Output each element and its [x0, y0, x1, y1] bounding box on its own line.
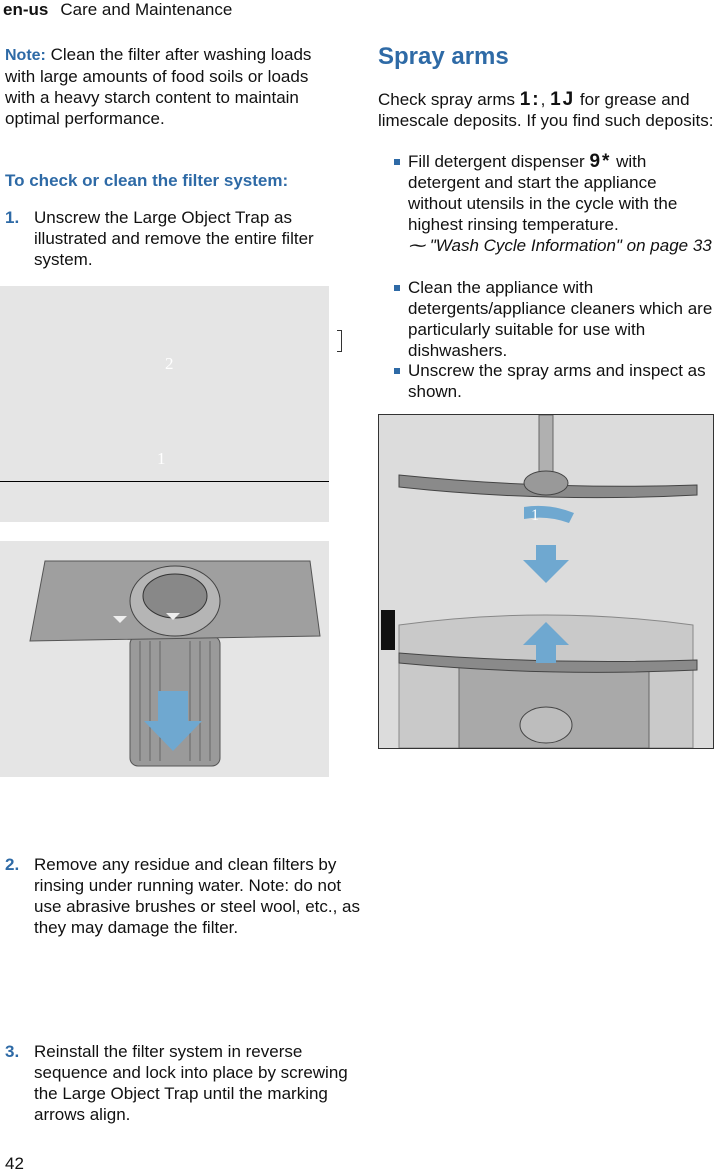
intro-text: for grease and limescale deposits. If yo…: [378, 90, 714, 130]
divider-line: [0, 481, 329, 482]
page-header: en-us Care and Maintenance: [3, 0, 232, 19]
reference-arrow-icon: ⁓: [408, 236, 425, 255]
bullet-icon: [394, 285, 400, 291]
step-number: 2.: [5, 855, 20, 874]
intro-text: Check spray arms: [378, 90, 520, 109]
bullet-text: Fill detergent dispenser: [408, 152, 590, 171]
figure-spray-arms: 1: [378, 414, 714, 749]
step-2: 2. Remove any residue and clean filters b…: [5, 854, 369, 938]
step-text: Unscrew the Large Object Trap as illustr…: [34, 208, 314, 269]
filter-illustration: [29, 560, 321, 767]
bullet-icon: [394, 368, 400, 374]
figure-filter-removed: [0, 541, 329, 777]
bullet-2: Clean the appliance with detergents/appl…: [394, 277, 714, 361]
spray-arms-illustration: 1: [379, 414, 713, 749]
rotate-arrow-icon: [524, 505, 574, 523]
reference-text: "Wash Cycle Information" on page 33: [425, 236, 712, 255]
section-title: Care and Maintenance: [60, 0, 233, 19]
note-label: Note:: [5, 47, 46, 64]
bullet-text: with detergent and start the appliance w…: [408, 152, 678, 234]
note-paragraph: Note: Clean the filter after washing loa…: [5, 44, 340, 129]
bullet-icon: [394, 159, 400, 165]
figure-label: 1: [157, 449, 166, 468]
down-arrow-icon: [523, 545, 569, 583]
bullet-text: Clean the appliance with detergents/appl…: [408, 278, 713, 360]
bullet-text: Unscrew the spray arms and inspect as sh…: [408, 361, 706, 401]
step-number: 1.: [5, 208, 20, 227]
step-3: 3. Reinstall the filter system in reverse…: [5, 1041, 369, 1125]
step-number: 3.: [5, 1042, 20, 1061]
separator: ,: [540, 90, 551, 109]
figure-label: 1: [531, 507, 539, 524]
subheading: To check or clean the filter system:: [5, 171, 289, 190]
figure-filter-unscrew: 2 1: [0, 286, 329, 522]
step-text: Reinstall the filter system in reverse s…: [34, 1042, 348, 1124]
note-text: Clean the filter after washing loads wit…: [5, 45, 312, 128]
locale-label: en-us: [3, 0, 49, 19]
down-arrow-icon: [144, 691, 202, 751]
step-1: 1. Unscrew the Large Object Trap as illus…: [5, 207, 369, 270]
bullet-3: Unscrew the spray arms and inspect as sh…: [394, 360, 714, 402]
section-heading: Spray arms: [378, 43, 509, 70]
dispenser-symbol: 9*: [589, 151, 612, 172]
spray-arm-symbol: 1:: [519, 89, 541, 110]
page-reference-link[interactable]: ⁓ "Wash Cycle Information" on page 33: [408, 236, 712, 255]
spray-arms-intro: Check spray arms 1:, 1J for grease and l…: [378, 89, 714, 131]
up-arrow-icon: [523, 622, 569, 663]
spray-arm-symbol: 1J: [550, 89, 576, 110]
bullet-1: Fill detergent dispenser 9* with deterge…: [394, 151, 714, 256]
figure-label: 2: [165, 354, 174, 373]
step-text: Remove any residue and clean filters by …: [34, 855, 360, 937]
bracket-mark: [337, 330, 342, 352]
page-number: 42: [5, 1154, 24, 1173]
